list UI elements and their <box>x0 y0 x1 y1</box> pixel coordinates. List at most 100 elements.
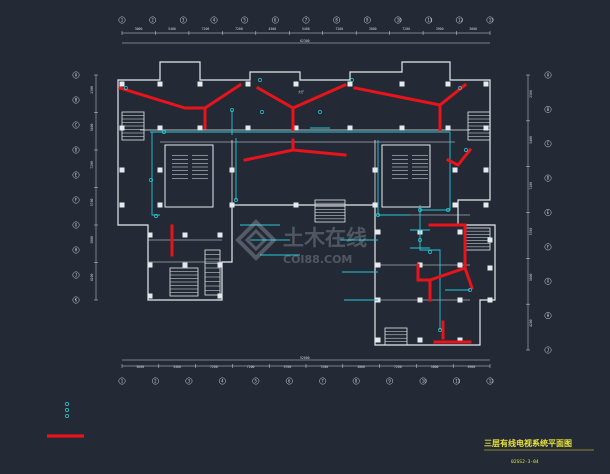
top-axis-label: 4 <box>213 17 216 22</box>
right-axis-label: H <box>547 313 550 318</box>
left-axis-label: F <box>75 197 78 202</box>
column <box>182 232 188 238</box>
left-axis-bubble <box>72 171 80 179</box>
bottom-axis-bubble <box>118 377 126 385</box>
column <box>217 262 223 268</box>
column <box>229 167 235 173</box>
column <box>457 297 463 303</box>
top-dim-label: 7200 <box>335 27 343 31</box>
column <box>197 81 203 87</box>
bottom-axis-label: 4 <box>221 378 224 383</box>
top-dim-label: 7200 <box>402 27 410 31</box>
left-dim-label: 7200 <box>90 161 94 169</box>
tv-outlet-icon <box>438 328 442 332</box>
right-axis-bubble <box>544 140 552 148</box>
watermark-en: COI88.COM <box>283 253 352 266</box>
bottom-axis-bubble <box>352 377 360 385</box>
top-axis-bubble <box>149 16 157 24</box>
column <box>487 265 493 271</box>
bottom-axis-label: 9 <box>388 378 391 383</box>
right-dim-label: 5700 <box>529 228 533 236</box>
left-axis-label: D <box>75 147 78 152</box>
right-axis-label: C <box>547 141 550 146</box>
bottom-dim-label: 3600 <box>136 365 144 369</box>
column <box>487 297 493 303</box>
column <box>119 202 125 208</box>
right-axis-label: E <box>547 210 550 215</box>
column <box>452 167 458 173</box>
bottom-axis-bubble <box>486 377 494 385</box>
right-dim-label: 3000 <box>529 273 533 281</box>
bottom-dim-label: 3000 <box>431 365 439 369</box>
left-axis-bubble <box>72 71 80 79</box>
tv-outlet-icon <box>458 86 462 90</box>
top-axis-bubble <box>241 16 249 24</box>
left-axis-label: G <box>75 222 78 227</box>
top-axis-bubble <box>271 16 279 24</box>
left-dim-label: 3000 <box>90 236 94 244</box>
bottom-dim-label: 7200 <box>247 365 255 369</box>
top-dim-label: 3000 <box>369 27 377 31</box>
column <box>217 293 223 299</box>
right-axis-label: G <box>547 279 550 284</box>
column <box>457 229 463 235</box>
column <box>147 262 153 268</box>
column <box>375 337 381 343</box>
watermark-logo-icon <box>235 219 277 261</box>
top-axis-bubble <box>363 16 371 24</box>
top-axis-bubble <box>302 16 310 24</box>
left-axis-label: H <box>75 247 78 252</box>
structural-columns <box>119 81 493 343</box>
column <box>487 237 493 243</box>
top-axis-label: 3 <box>182 17 185 22</box>
left-dim-label: 5700 <box>90 198 94 206</box>
tv-outlet-icon <box>428 250 432 254</box>
column <box>147 232 153 238</box>
drawing-code: 02SS2-3-04 <box>511 459 539 465</box>
tv-outlet-icon <box>318 110 322 114</box>
tv-outlet-icon <box>230 108 234 112</box>
column <box>157 167 163 173</box>
legend-dot-icon <box>65 401 70 406</box>
bottom-axis-label: 11 <box>455 378 460 383</box>
tv-outlet-icon <box>149 178 153 182</box>
trunk-cables <box>118 82 474 344</box>
left-axis-label: B <box>75 97 78 102</box>
column <box>157 81 163 87</box>
column <box>375 262 381 268</box>
column <box>372 202 378 208</box>
right-axis-bubble <box>544 277 552 285</box>
left-axis-bubble <box>72 271 80 279</box>
right-dim-label: 7200 <box>529 182 533 190</box>
bottom-dim-label: 5700 <box>284 365 292 369</box>
bottom-dim-label: 7200 <box>320 365 328 369</box>
tv-outlet-icon <box>468 288 472 292</box>
bottom-axis-bubble <box>218 377 226 385</box>
right-axis-bubble <box>544 209 552 216</box>
bottom-total-label: 52000 <box>300 356 310 360</box>
branch-cables <box>150 110 470 330</box>
column <box>245 81 251 87</box>
left-axis-bubble <box>72 196 80 204</box>
bottom-axis-label: 3 <box>188 378 191 383</box>
top-axis-bubble <box>210 16 218 24</box>
left-axis-bubble <box>72 121 80 129</box>
watermark-cn: 土木在线 <box>283 226 367 250</box>
right-axis-label: B <box>547 107 550 112</box>
top-axis-bubble <box>486 16 494 24</box>
column <box>483 167 489 173</box>
column <box>417 297 423 303</box>
column <box>445 125 451 131</box>
bottom-axis-label: 10 <box>422 378 427 383</box>
top-dim-label: 5400 <box>168 27 176 31</box>
top-axis-label: 1 <box>121 17 124 22</box>
column <box>217 232 223 238</box>
top-axis-label: 2 <box>151 17 154 22</box>
top-dim-label: 4500 <box>269 27 277 31</box>
column <box>445 81 451 87</box>
column <box>197 125 203 131</box>
top-axis-label: 8 <box>335 17 338 22</box>
bottom-axis-label: 7 <box>321 378 324 383</box>
tv-outlet-icon <box>260 110 264 114</box>
left-axis-label: A <box>75 72 78 77</box>
